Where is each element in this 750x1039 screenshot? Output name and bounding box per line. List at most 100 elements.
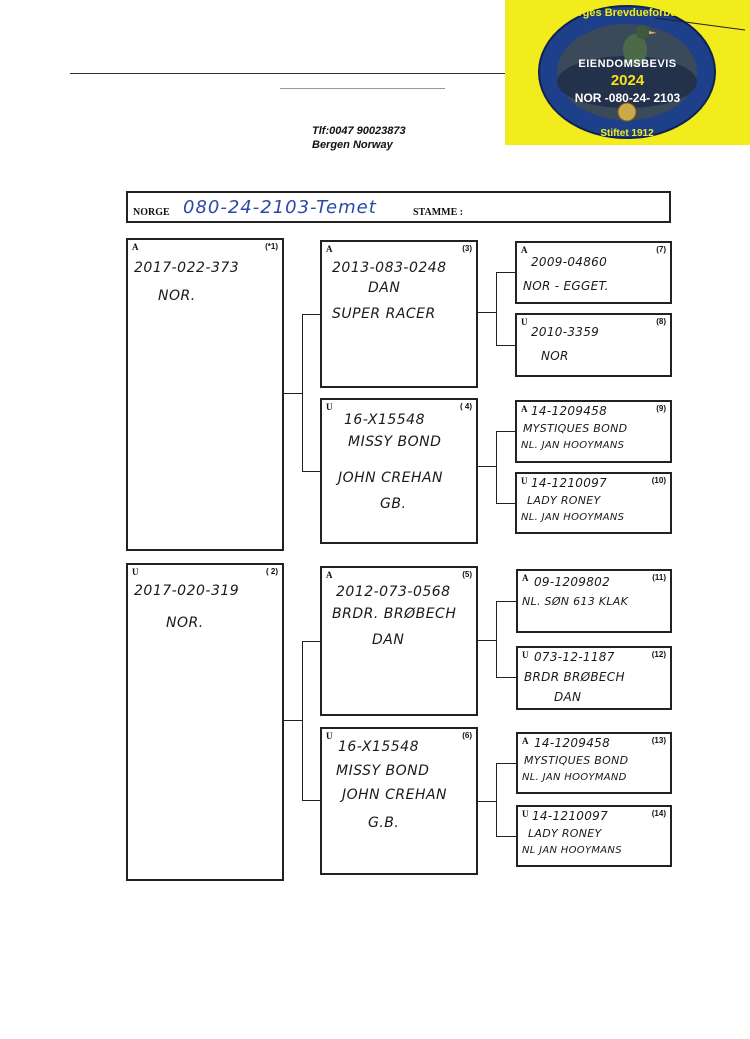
connector: [496, 272, 497, 346]
ring-number: 2017-020-319: [134, 583, 240, 599]
ring-number: 09-1209802: [534, 575, 611, 589]
box-number: (10): [651, 476, 666, 485]
connector: [478, 466, 497, 467]
country: GB.: [380, 496, 407, 512]
connector: [496, 763, 497, 837]
ring-number: 2012-073-0568: [336, 584, 451, 600]
box-number: (*1): [265, 242, 278, 251]
bird-name: MISSY BOND: [348, 434, 442, 450]
box-number: (6): [462, 731, 472, 740]
badge-title: EIENDOMSBEVIS: [578, 58, 677, 70]
bird-name: LADY RONEY: [528, 827, 602, 840]
box-number: (9): [656, 404, 666, 413]
badge-emblem: Norges Brevdueforbund Stiftet 1912: [538, 5, 746, 139]
gen3-box-12: U (12) 073-12-1187 BRDR BRØBECH DAN: [516, 646, 672, 710]
connector: [496, 431, 515, 432]
connector: [302, 471, 320, 472]
box-number: ( 4): [460, 402, 472, 411]
connector: [284, 393, 303, 394]
box-number: (13): [651, 736, 666, 745]
country-label: NORGE: [133, 207, 170, 218]
bird-name: MYSTIQUES BOND: [524, 754, 629, 767]
ring-number: 2010-3359: [531, 325, 600, 339]
country: NOR: [541, 349, 569, 363]
box-number: ( 2): [266, 567, 278, 576]
sex-marker: A: [326, 244, 333, 254]
sex-marker: A: [132, 242, 139, 252]
sex-marker: U: [132, 567, 139, 577]
connector: [478, 312, 497, 313]
ring-number: 14-1209458: [531, 404, 608, 418]
bird-name: SUPER RACER: [332, 306, 436, 322]
sire-box: A (*1) 2017-022-373 NOR.: [126, 238, 284, 551]
connector: [478, 640, 497, 641]
connector: [302, 314, 303, 472]
box-number: (14): [651, 809, 666, 818]
top-rule: [70, 73, 506, 74]
sire-dam-box: U ( 4) 16-X15548 MISSY BOND JOHN CREHAN …: [320, 398, 478, 544]
country: DAN: [554, 690, 582, 704]
badge-ring: NOR -080-24- 2103: [574, 91, 681, 105]
ring-number: 16-X15548: [344, 412, 425, 428]
dam-sire-box: A (5) 2012-073-0568 BRDR. BRØBECH DAN: [320, 566, 478, 716]
badge-year: 2024: [610, 72, 645, 89]
ownership-badge: Norges Brevdueforbund Stiftet 1912 EIEND…: [505, 0, 750, 145]
gen3-box-11: A (11) 09-1209802 NL. SØN 613 KLAK: [516, 569, 672, 633]
sex-marker: U: [521, 476, 528, 486]
pedigree-header: NORGE 080-24-2103-Temet STAMME :: [126, 191, 671, 223]
ring-number: 2017-022-373: [134, 260, 240, 276]
bird-name: LADY RONEY: [527, 494, 601, 507]
sex-marker: U: [522, 650, 529, 660]
sex-marker: U: [521, 317, 528, 327]
breeder: NL. JAN HOOYMANS: [521, 512, 625, 523]
sex-marker: A: [522, 736, 529, 746]
contact-location: Bergen Norway: [312, 139, 393, 151]
bird-name: MISSY BOND: [336, 763, 430, 779]
gen3-box-10: U (10) 14-1210097 LADY RONEY NL. JAN HOO…: [515, 472, 672, 534]
country: NOR.: [158, 288, 196, 304]
gen3-box-7: A (7) 2009-04860 NOR - EGGET.: [515, 241, 672, 304]
connector: [496, 763, 516, 764]
connector: [302, 641, 303, 801]
breeder: BRDR BRØBECH: [524, 670, 625, 684]
gen3-box-9: A (9) 14-1209458 MYSTIQUES BOND NL. JAN …: [515, 400, 672, 463]
breeder: BRDR. BRØBECH: [332, 606, 457, 622]
strain-label: STAMME :: [413, 207, 464, 218]
connector: [478, 801, 497, 802]
contact-phone: Tlf:0047 90023873: [312, 125, 406, 137]
connector: [302, 641, 320, 642]
breeder: NL. SØN 613 KLAK: [522, 595, 629, 608]
medal-icon: [617, 102, 637, 122]
sex-marker: U: [326, 731, 333, 741]
connector: [496, 503, 515, 504]
connector: [496, 431, 497, 504]
breeder: JOHN CREHAN: [338, 470, 444, 486]
breeder: NL. JAN HOOYMANS: [521, 440, 625, 451]
sex-marker: U: [522, 809, 529, 819]
box-number: (5): [462, 570, 472, 579]
connector: [302, 314, 320, 315]
bird-name: MYSTIQUES BOND: [523, 422, 628, 435]
connector: [496, 836, 516, 837]
ring-number: 073-12-1187: [534, 650, 615, 664]
country: NOR - EGGET.: [523, 279, 609, 293]
connector: [496, 345, 515, 346]
connector: [496, 677, 516, 678]
sex-marker: A: [521, 245, 528, 255]
sex-marker: A: [521, 404, 528, 414]
country: DAN: [372, 632, 405, 648]
bird-ring: 080-24-2103-Temet: [183, 197, 377, 218]
country: G.B.: [368, 815, 400, 831]
contact-block: Tlf:0047 90023873 Bergen Norway: [312, 124, 406, 152]
gen3-box-13: A (13) 14-1209458 MYSTIQUES BOND NL. JAN…: [516, 732, 672, 794]
badge-org: Norges Brevdueforbund: [564, 7, 691, 19]
ring-number: 14-1210097: [532, 809, 609, 823]
box-number: (3): [462, 244, 472, 253]
sire-sire-box: A (3) 2013-083-0248 DAN SUPER RACER: [320, 240, 478, 388]
ring-number: 2009-04860: [531, 255, 608, 269]
gen3-box-14: U (14) 14-1210097 LADY RONEY NL JAN HOOY…: [516, 805, 672, 867]
pigeon-icon: [623, 25, 657, 66]
breeder: NL. JAN HOOYMAND: [522, 772, 627, 783]
connector: [302, 800, 320, 801]
ring-number: 14-1209458: [534, 736, 611, 750]
